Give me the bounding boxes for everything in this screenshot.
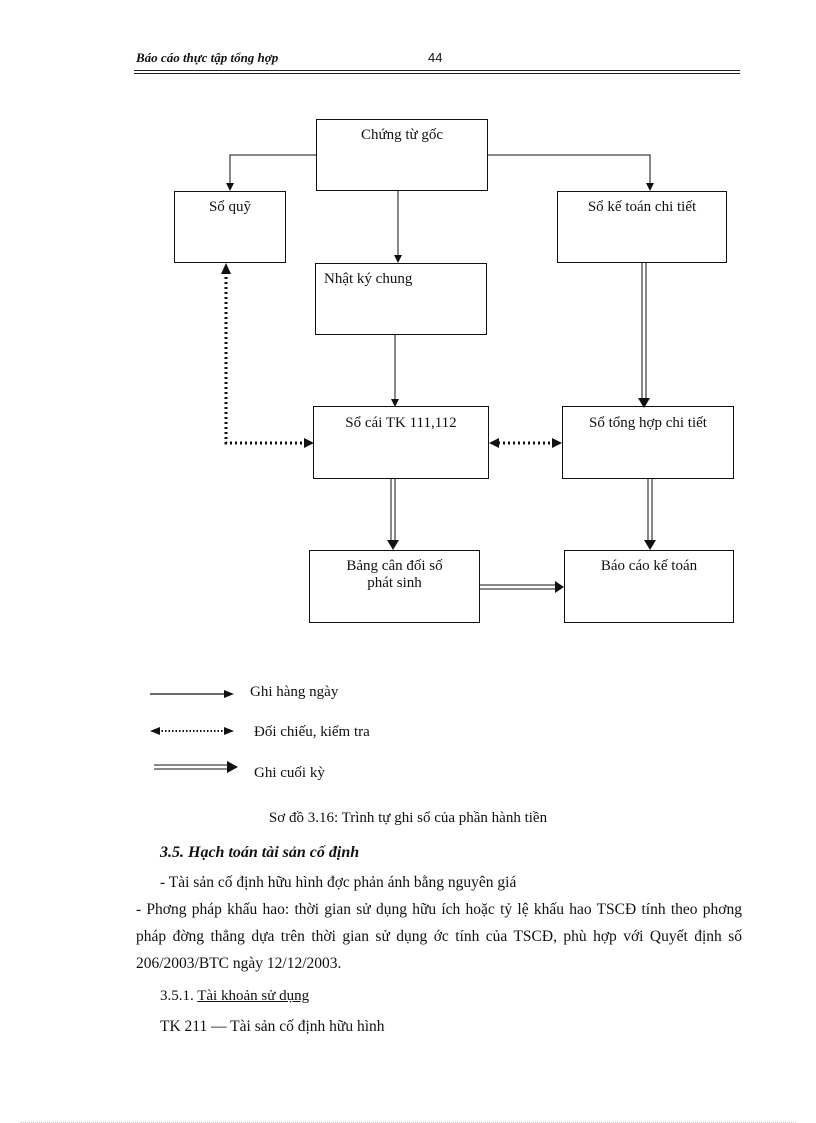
box-bao-cao-ke-toan-label: Báo cáo kế toán bbox=[600, 558, 698, 574]
arrow-chungtu-soketoan bbox=[488, 154, 654, 191]
box-so-ke-toan-chi-tiet-label: Sổ kế toán chi tiết bbox=[587, 199, 697, 215]
arrowhead-left bbox=[489, 438, 499, 448]
paragraph-nguyen-gia: - Tài sản cố định hữu hình đợc phản ánh … bbox=[160, 874, 517, 891]
legend-period-end-label: Ghi cuối kỳ bbox=[254, 765, 325, 781]
page-number: 44 bbox=[428, 50, 443, 65]
arrowhead-soquy-up bbox=[221, 263, 231, 274]
arrowhead-bangcandoi-baocao bbox=[555, 581, 564, 593]
subsection-heading: 3.5.1. Tài khoản sử dụng bbox=[160, 988, 309, 1005]
subsection-title: Tài khoản sử dụng bbox=[197, 988, 310, 1004]
arrowhead-right bbox=[552, 438, 562, 448]
box-so-cai-label: Sổ cái TK 111,112 bbox=[345, 415, 457, 431]
box-chung-tu-goc: Chứng từ gốc bbox=[316, 119, 488, 191]
arrowhead-bangcandoi bbox=[387, 540, 399, 550]
box-so-cai: Sổ cái TK 111,112 bbox=[313, 406, 489, 479]
box-bang-can-doi-label: Bảng cân đối số phát sinh bbox=[346, 558, 443, 591]
legend-daily-label: Ghi hàng ngày bbox=[250, 684, 339, 700]
box-so-quy-label: Sổ quỹ bbox=[208, 199, 252, 215]
box-so-ke-toan-chi-tiet: Sổ kế toán chi tiết bbox=[557, 191, 727, 263]
box-nhat-ky-chung: Nhật ký chung bbox=[315, 263, 487, 335]
arrow-soquy-socai-dotted bbox=[224, 272, 306, 445]
arrowhead-baocao bbox=[644, 540, 656, 550]
box-so-quy: Sổ quỹ bbox=[174, 191, 286, 263]
subsection-number: 3.5.1. bbox=[160, 988, 194, 1004]
box-bao-cao-ke-toan: Báo cáo kế toán bbox=[564, 550, 734, 623]
arrowhead-soketoan-sotonghop bbox=[638, 398, 650, 408]
legend-period-head bbox=[227, 761, 238, 773]
box-bang-can-doi: Bảng cân đối số phát sinh bbox=[309, 550, 480, 623]
flow-diagram-connectors bbox=[150, 154, 656, 773]
legend-check-head-right bbox=[224, 727, 234, 735]
box-so-tong-hop-chi-tiet: Sổ tổng hợp chi tiết bbox=[562, 406, 734, 479]
legend-check-head-left bbox=[150, 727, 160, 735]
account-line: TK 211 — Tài sản cố định hữu hình bbox=[160, 1018, 385, 1035]
legend-check-label: Đối chiếu, kiểm tra bbox=[254, 724, 370, 740]
arrowhead-socai-right bbox=[304, 438, 314, 448]
diagram-caption: Sơ đồ 3.16: Trình tự ghi sổ của phần hàn… bbox=[268, 810, 548, 826]
legend-daily-head bbox=[224, 690, 234, 698]
header-rule bbox=[134, 70, 740, 71]
box-so-tong-hop-chi-tiet-label: Sổ tổng hợp chi tiết bbox=[589, 415, 707, 431]
paragraph-khau-hao: - Phơng pháp khấu hao: thời gian sử dụng… bbox=[136, 901, 742, 972]
arrow-chungtu-soquy bbox=[226, 154, 316, 191]
section-heading: 3.5. Hạch toán tài sản cố định bbox=[160, 844, 360, 861]
header-rule-double bbox=[134, 73, 740, 74]
box-nhat-ky-chung-label: Nhật ký chung bbox=[324, 271, 413, 287]
report-header-title: Báo cáo thực tập tổng hợp bbox=[136, 50, 279, 65]
box-chung-tu-goc-label: Chứng từ gốc bbox=[360, 127, 444, 143]
